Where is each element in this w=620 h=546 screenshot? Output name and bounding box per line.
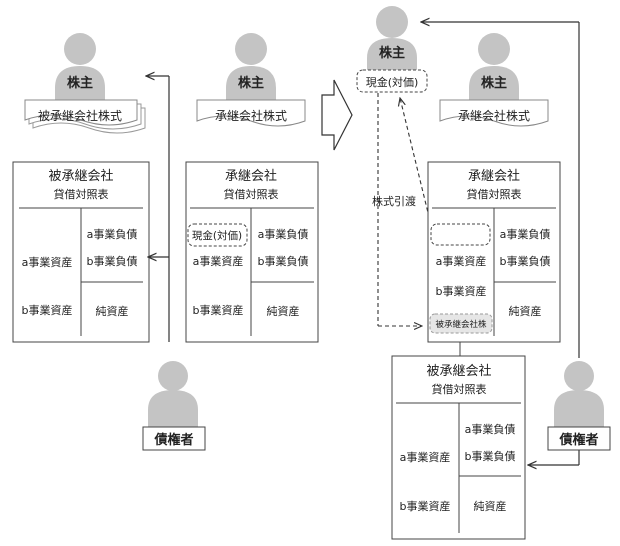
- shareholder-label: 株主: [379, 45, 405, 61]
- shareholder-person-icon: [469, 33, 519, 108]
- liability-b: b事業負債: [87, 254, 138, 268]
- liability-b: b事業負債: [500, 254, 551, 268]
- shareholder-person-icon: [226, 33, 276, 108]
- balance-sheet-subtitle: 貸借対照表: [224, 187, 279, 201]
- balance-sheet-subtitle: 貸借対照表: [467, 187, 522, 201]
- shareholder-person-icon: [367, 6, 417, 70]
- transfer-flow-connector: [146, 76, 170, 342]
- balance-sheet-subtitle: 貸借対照表: [432, 382, 487, 396]
- creditor-label: 債権者: [558, 432, 598, 448]
- shareholder-label: 株主: [67, 75, 93, 91]
- creditor-person-icon: [148, 361, 198, 427]
- cash-consideration: 現金(対価): [366, 75, 419, 89]
- creditor-label-box: [547, 426, 611, 451]
- asset-b: b事業資産: [22, 304, 73, 317]
- asset-a: a事業資産: [400, 451, 451, 464]
- creditor-label: 債権者: [153, 432, 193, 448]
- asset-a: a事業資産: [193, 255, 244, 268]
- target-company-balance-sheet: [12, 161, 150, 343]
- net-assets: 純資産: [267, 305, 300, 318]
- liability-a: a事業負債: [465, 422, 516, 436]
- successor-company-balance-sheet: [427, 161, 561, 343]
- net-assets: 純資産: [509, 305, 542, 318]
- shareholder-label: 株主: [238, 75, 264, 91]
- cash-consideration-box: [356, 69, 428, 93]
- stock-certificate-label: 被承継会社株式: [38, 108, 122, 123]
- creditor-person-icon: [554, 361, 604, 427]
- cash-consideration: 現金(対価): [192, 229, 242, 242]
- asset-b: b事業資産: [400, 500, 451, 513]
- held-target-stock: 被承継会社株: [435, 319, 487, 330]
- company-name: 承継会社: [468, 168, 520, 184]
- asset-b: b事業資産: [436, 285, 487, 298]
- net-assets: 純資産: [96, 305, 129, 318]
- company-name: 被承継会社: [48, 168, 113, 184]
- liability-b: b事業負債: [465, 449, 516, 463]
- shareholder-person-icon: [55, 33, 105, 108]
- creditor-label-box: [142, 426, 206, 451]
- liability-a: a事業負債: [258, 227, 309, 241]
- asset-b: b事業資産: [193, 304, 244, 317]
- liability-a: a事業負債: [87, 227, 138, 241]
- stock-certificate-label: 承継会社株式: [215, 108, 287, 123]
- liability-a: a事業負債: [500, 227, 551, 241]
- company-name: 被承継会社: [426, 363, 491, 379]
- shareholder-label: 株主: [481, 75, 507, 91]
- successor-company-balance-sheet: [185, 161, 319, 343]
- liability-b: b事業負債: [258, 254, 309, 268]
- stock-certificate-icon: [196, 99, 306, 127]
- stock-certificate-icon: [439, 99, 549, 127]
- target-company-balance-sheet: [391, 355, 526, 540]
- asset-a: a事業資産: [436, 255, 487, 268]
- stock-certificate-label: 承継会社株式: [458, 108, 530, 123]
- stock-certificate-icon: [24, 99, 146, 134]
- stock-transfer-flow: [377, 93, 432, 326]
- company-name: 承継会社: [225, 168, 277, 184]
- asset-a: a事業資産: [22, 256, 73, 269]
- net-assets: 純資産: [474, 500, 507, 513]
- transition-arrow: [321, 79, 353, 151]
- balance-sheet-subtitle: 貸借対照表: [54, 187, 109, 201]
- stock-transfer-label: 株式引渡: [372, 194, 416, 208]
